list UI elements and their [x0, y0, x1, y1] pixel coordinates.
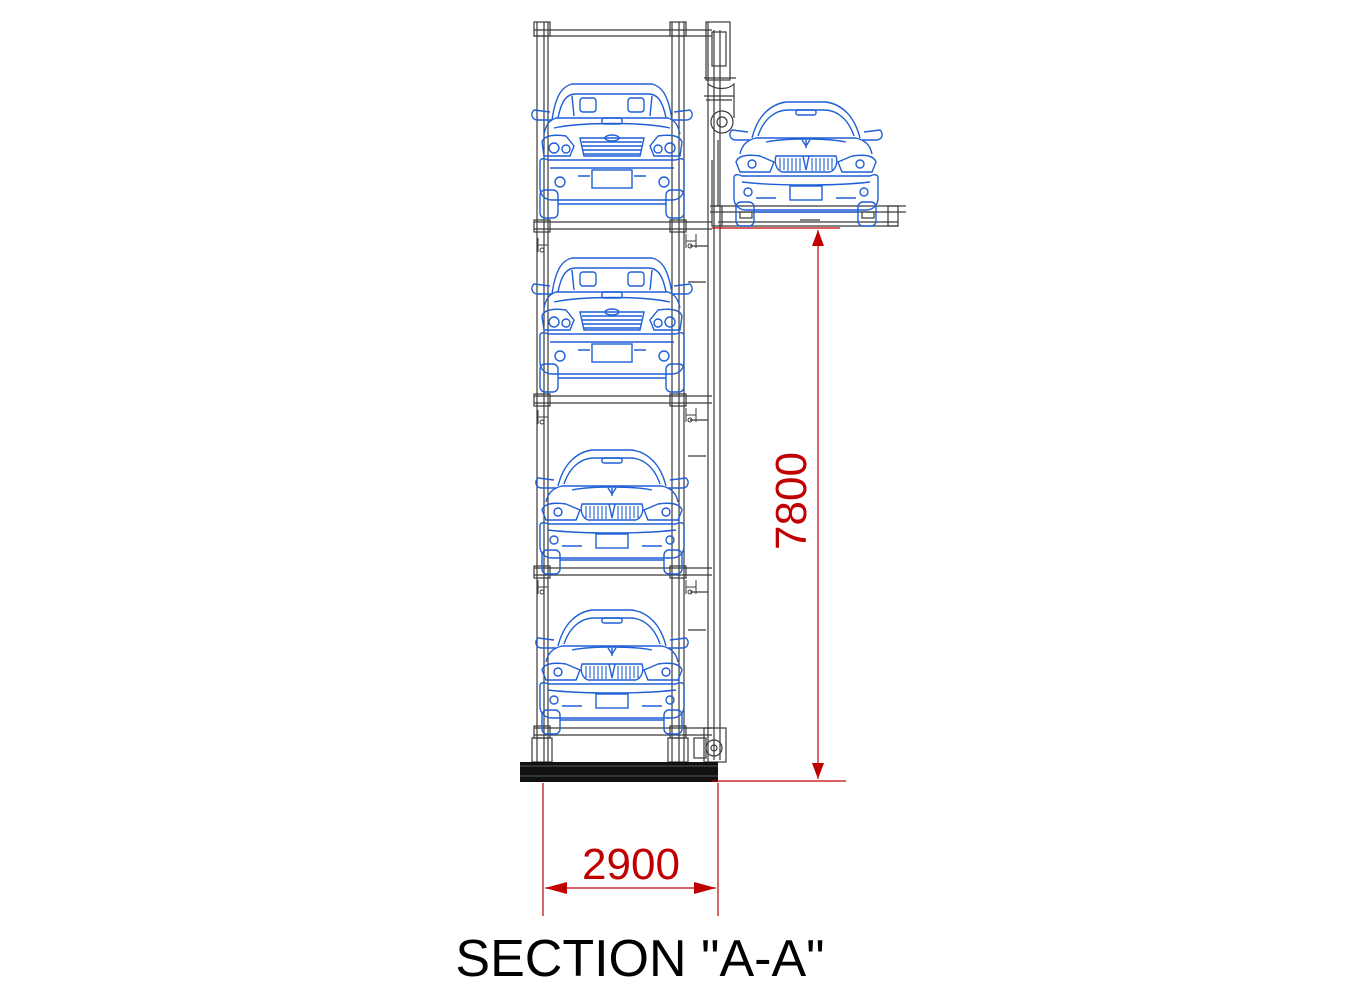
height-dimension-label: 7800 — [767, 452, 816, 550]
width-dimension — [542, 783, 719, 916]
car-level-1-sedan — [535, 609, 689, 735]
car-level-2-sedan — [535, 449, 689, 575]
section-title: SECTION "A-A" — [455, 930, 824, 988]
car-level-3-suv — [531, 257, 693, 393]
height-dimension — [712, 227, 846, 782]
base-slab — [520, 762, 718, 782]
width-dimension-label: 2900 — [582, 840, 680, 889]
steel-frame — [531, 21, 736, 763]
car-level-4-suv — [531, 83, 693, 219]
car-lift-platform-sedan — [729, 101, 883, 227]
